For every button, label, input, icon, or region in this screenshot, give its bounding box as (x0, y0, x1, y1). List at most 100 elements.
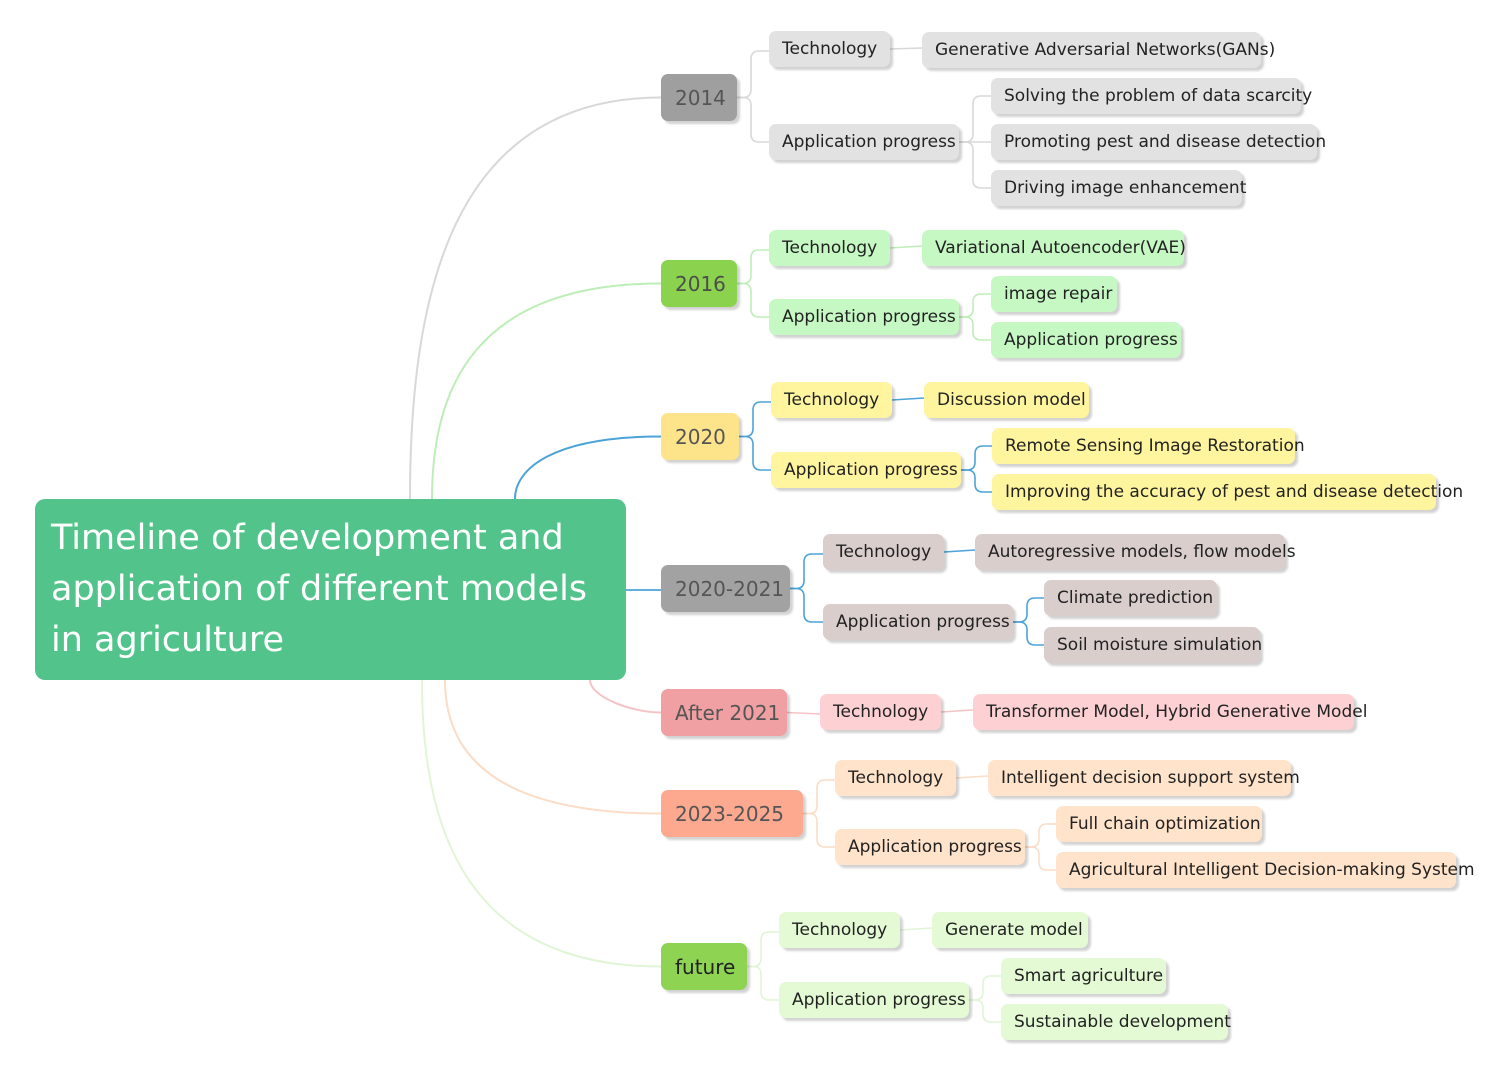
connector-line (790, 587, 823, 623)
connector-line (891, 397, 925, 401)
year-node-2016[interactable]: 2016 (661, 260, 737, 307)
technology-item[interactable]: Intelligent decision support system (988, 760, 1300, 796)
application-item[interactable]: Application progress (991, 322, 1181, 358)
root-title: Timeline of development and application … (51, 518, 588, 660)
technology-item[interactable]: Generate model (932, 912, 1088, 948)
application-item-label: image repair (1004, 284, 1113, 304)
application-progress-node[interactable]: Application progress (823, 604, 1013, 640)
application-item-label: Climate prediction (1057, 588, 1214, 608)
year-node-2020[interactable]: 2020 (661, 413, 739, 460)
year-node-2020-2021-label: 2020-2021 (675, 576, 785, 601)
technology-item[interactable]: Generative Adversarial Networks(GANs) (922, 32, 1275, 68)
technology-item[interactable]: Transformer Model, Hybrid Generative Mod… (973, 694, 1367, 730)
connector-line (739, 401, 771, 438)
connector-line (431, 282, 662, 500)
technology-item[interactable]: Discussion model (924, 382, 1089, 418)
application-progress-node[interactable]: Application progress (779, 982, 969, 1018)
connector-line (1025, 823, 1056, 848)
technology-node[interactable]: Technology (835, 760, 956, 796)
connector-line (940, 709, 974, 713)
connector-line (514, 435, 662, 500)
application-progress-node[interactable]: Application progress (771, 452, 961, 488)
technology-node-label: Technology (784, 390, 880, 410)
technology-node[interactable]: Technology (769, 31, 890, 67)
application-progress-node-label: Application progress (848, 837, 1022, 857)
application-item-label: Remote Sensing Image Restoration (1005, 436, 1305, 456)
connector-line (737, 282, 769, 318)
connector-line (961, 445, 992, 471)
application-item-label: Solving the problem of data scarcity (1004, 86, 1313, 106)
application-item[interactable]: Promoting pest and disease detection (991, 124, 1326, 160)
application-progress-node[interactable]: Application progress (835, 829, 1025, 865)
year-node-2023-2025[interactable]: 2023-2025 (661, 790, 803, 837)
year-node-2014[interactable]: 2014 (661, 74, 737, 121)
connector-line (959, 293, 991, 318)
technology-item-label: Transformer Model, Hybrid Generative Mod… (986, 702, 1368, 722)
connector-line (747, 931, 779, 968)
application-item[interactable]: Remote Sensing Image Restoration (992, 428, 1305, 464)
connector-line (1025, 846, 1056, 871)
technology-item-label: Intelligent decision support system (1001, 768, 1300, 788)
application-item-label: Application progress (1004, 330, 1178, 350)
technology-node[interactable]: Technology (771, 382, 892, 418)
application-item[interactable]: Smart agriculture (1001, 958, 1166, 994)
connector-line (969, 999, 1001, 1023)
application-item[interactable]: Soil moisture simulation (1044, 627, 1262, 663)
application-progress-node-label: Application progress (782, 307, 956, 327)
technology-item-label: Discussion model (937, 390, 1086, 410)
application-item[interactable]: Agricultural Intelligent Decision-making… (1056, 852, 1475, 888)
year-node-2020-label: 2020 (675, 424, 726, 449)
application-item[interactable]: Improving the accuracy of pest and disea… (992, 474, 1463, 510)
technology-item-label: Generative Adversarial Networks(GANs) (935, 40, 1276, 60)
technology-item[interactable]: Variational Autoencoder(VAE) (922, 230, 1186, 266)
connector-line (803, 812, 835, 848)
connector-line (889, 245, 923, 249)
application-item[interactable]: Driving image enhancement (991, 170, 1246, 206)
technology-node-label: Technology (782, 238, 878, 258)
connector-line (786, 711, 821, 715)
connector-line (737, 249, 769, 285)
connector-line (803, 779, 835, 815)
application-item-label: Sustainable development (1014, 1012, 1231, 1032)
year-node-2020-2021[interactable]: 2020-2021 (661, 565, 790, 612)
year-node-2016-label: 2016 (675, 271, 726, 296)
connector-line (959, 316, 991, 341)
technology-node-label: Technology (848, 768, 944, 788)
application-item[interactable]: Sustainable development (1001, 1004, 1231, 1040)
year-node-after-2021-label: After 2021 (675, 700, 781, 725)
application-item[interactable]: Full chain optimization (1056, 806, 1262, 842)
connector-line (444, 679, 662, 815)
application-item[interactable]: Solving the problem of data scarcity (991, 78, 1312, 114)
connector-line (737, 50, 769, 99)
year-node-2023-2025-label: 2023-2025 (675, 801, 785, 826)
application-item[interactable]: image repair (991, 276, 1117, 312)
technology-node-label: Technology (792, 920, 888, 940)
technology-node[interactable]: Technology (820, 694, 941, 730)
technology-node[interactable]: Technology (769, 230, 890, 266)
technology-node[interactable]: Technology (779, 912, 900, 948)
technology-node[interactable]: Technology (823, 534, 944, 570)
application-item[interactable]: Climate prediction (1044, 580, 1217, 616)
application-progress-node[interactable]: Application progress (769, 124, 959, 160)
year-node-2014-label: 2014 (675, 85, 726, 110)
connector-line (899, 927, 933, 931)
technology-item-label: Generate model (945, 920, 1083, 940)
application-item-label: Agricultural Intelligent Decision-making… (1069, 860, 1475, 880)
application-progress-node-label: Application progress (792, 990, 966, 1010)
technology-item-label: Autoregressive models, flow models (988, 542, 1296, 562)
technology-item[interactable]: Autoregressive models, flow models (975, 534, 1296, 570)
year-node-after-2021[interactable]: After 2021 (661, 689, 787, 736)
connector-line (409, 96, 662, 500)
connector-line (421, 679, 662, 968)
application-item-label: Driving image enhancement (1004, 178, 1247, 198)
connector-line (589, 679, 662, 714)
application-progress-node[interactable]: Application progress (769, 299, 959, 335)
application-item-label: Smart agriculture (1014, 966, 1164, 986)
year-node-future[interactable]: future (661, 943, 747, 990)
connector-line (969, 975, 1001, 1001)
connector-line (889, 47, 923, 50)
root-topic[interactable]: Timeline of development and application … (35, 499, 626, 680)
application-item-label: Promoting pest and disease detection (1004, 132, 1327, 152)
technology-node-label: Technology (836, 542, 932, 562)
technology-node-label: Technology (833, 702, 929, 722)
